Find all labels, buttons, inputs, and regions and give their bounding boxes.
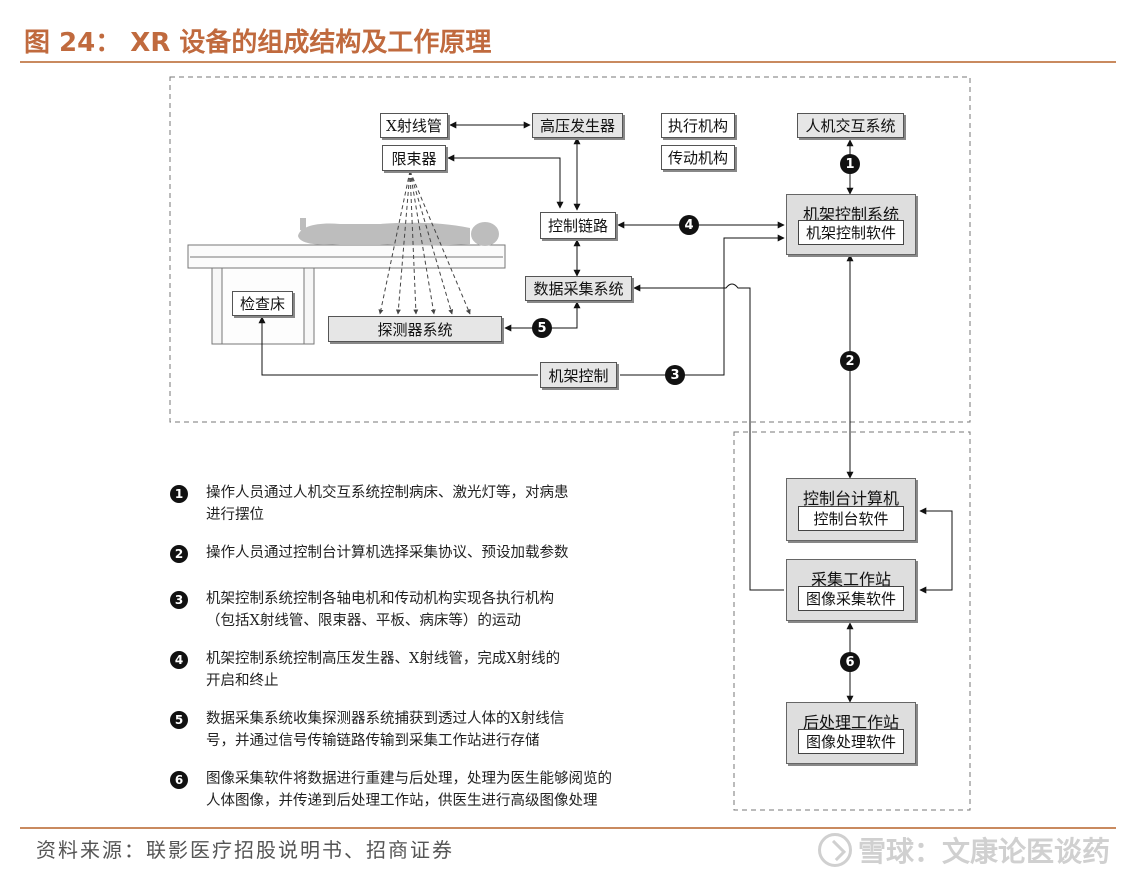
acq-daq-link <box>633 283 784 591</box>
badge-6: 6 <box>840 652 860 672</box>
step-item: 3 机架控制系统控制各轴电机和传动机构实现各执行机构 （包括X射线管、限束器、平… <box>170 588 690 632</box>
page-title: 图 24： XR 设备的组成结构及工作原理 <box>24 28 492 58</box>
transmission-box: 传动机构 <box>661 145 735 170</box>
xray-beam <box>378 170 471 315</box>
step-text-line: 机架控制系统控制高压发生器、X射线管，完成X射线的 <box>206 651 561 667</box>
step-text-line: 进行摆位 <box>206 507 264 523</box>
actuator-box: 执行机构 <box>661 113 735 138</box>
daq-detector-link <box>504 301 581 332</box>
upper-system-frame <box>169 76 971 423</box>
badge-1: 1 <box>840 154 860 174</box>
post-processing-workstation: 后处理工作站 图像处理软件 <box>786 702 916 764</box>
badge-2: 2 <box>840 351 860 371</box>
step-text-line: 开启和终止 <box>206 673 279 689</box>
badge-4: 4 <box>679 215 699 235</box>
step-badge: 2 <box>170 545 188 563</box>
hmi-box: 人机交互系统 <box>797 113 904 138</box>
console-computer-title: 控制台计算机 <box>802 489 899 508</box>
console-software: 控制台软件 <box>798 506 904 531</box>
gantry-bed-link <box>258 316 538 376</box>
collimator-box: 限束器 <box>382 145 446 171</box>
post-processing-workstation-title: 后处理工作站 <box>802 713 899 732</box>
gantry-control-link <box>620 234 785 376</box>
source-note: 资料来源：联影医疗招股说明书、招商证券 <box>36 838 454 862</box>
gantry-control-software: 机架控制软件 <box>798 220 904 245</box>
patient-silhouette <box>298 218 499 246</box>
gantry-control-system-title: 机架控制系统 <box>802 205 899 224</box>
step-text-line: 操作人员通过人机交互系统控制病床、激光灯等，对病患 <box>206 485 569 501</box>
image-processing-software: 图像处理软件 <box>798 729 904 754</box>
step-item: 6 图像采集软件将数据进行重建与后处理，处理为医生能够阅览的 人体图像，并传递到… <box>170 768 690 812</box>
acquisition-workstation-title: 采集工作站 <box>810 570 891 589</box>
step-text-line: （包括X射线管、限束器、平板、病床等）的运动 <box>206 613 521 629</box>
step-badge: 1 <box>170 485 188 503</box>
watermark: 雪球：文康论医谈药 <box>817 830 1110 870</box>
title-divider <box>20 61 1116 63</box>
step-text-line: 图像采集软件将数据进行重建与后处理，处理为医生能够阅览的 <box>206 771 612 787</box>
step-text-line: 数据采集系统收集探测器系统捕获到透过人体的X射线信 <box>206 711 565 727</box>
step-text-line: 机架控制系统控制各轴电机和传动机构实现各执行机构 <box>206 591 554 607</box>
step-item: 1 操作人员通过人机交互系统控制病床、激光灯等，对病患 进行摆位 <box>170 482 690 526</box>
step-text-line: 人体图像，并传递到后处理工作站，供医生进行高级图像处理 <box>206 793 598 809</box>
daq-box: 数据采集系统 <box>525 276 632 301</box>
console-acq-link <box>919 507 953 594</box>
gantry-control-system: 机架控制系统 机架控制软件 <box>786 194 916 255</box>
step-text-line: 号，并通过信号传输链路传输到采集工作站进行存储 <box>206 733 540 749</box>
image-acquisition-software: 图像采集软件 <box>798 586 904 611</box>
xueqiu-logo-icon <box>817 833 852 867</box>
step-item: 5 数据采集系统收集探测器系统捕获到透过人体的X射线信 号，并通过信号传输链路传… <box>170 708 690 752</box>
exam-bed-box: 检查床 <box>232 291 293 316</box>
step-item: 2 操作人员通过控制台计算机选择采集协议、预设加载参数 <box>170 542 690 564</box>
step-list: 1 操作人员通过人机交互系统控制病床、激光灯等，对病患 进行摆位 2 操作人员通… <box>170 482 690 812</box>
gantry-control-box: 机架控制 <box>540 362 617 388</box>
collimator-link <box>447 154 564 209</box>
step-badge: 3 <box>170 591 188 609</box>
step-badge: 5 <box>170 711 188 729</box>
step-badge: 6 <box>170 771 188 789</box>
step-badge: 4 <box>170 651 188 669</box>
acquisition-workstation: 采集工作站 图像采集软件 <box>786 559 916 621</box>
footer-divider <box>20 827 1116 829</box>
step-text-line: 操作人员通过控制台计算机选择采集协议、预设加载参数 <box>206 545 569 561</box>
hv-generator-box: 高压发生器 <box>532 113 623 138</box>
badge-5: 5 <box>532 318 552 338</box>
watermark-text: 雪球：文康论医谈药 <box>857 835 1110 868</box>
console-computer: 控制台计算机 控制台软件 <box>786 478 916 541</box>
control-link-box: 控制链路 <box>540 212 616 239</box>
detector-box: 探测器系统 <box>328 316 502 342</box>
step-item: 4 机架控制系统控制高压发生器、X射线管，完成X射线的 开启和终止 <box>170 648 690 692</box>
xray-tube-box: X射线管 <box>380 113 448 138</box>
badge-3: 3 <box>665 365 685 385</box>
